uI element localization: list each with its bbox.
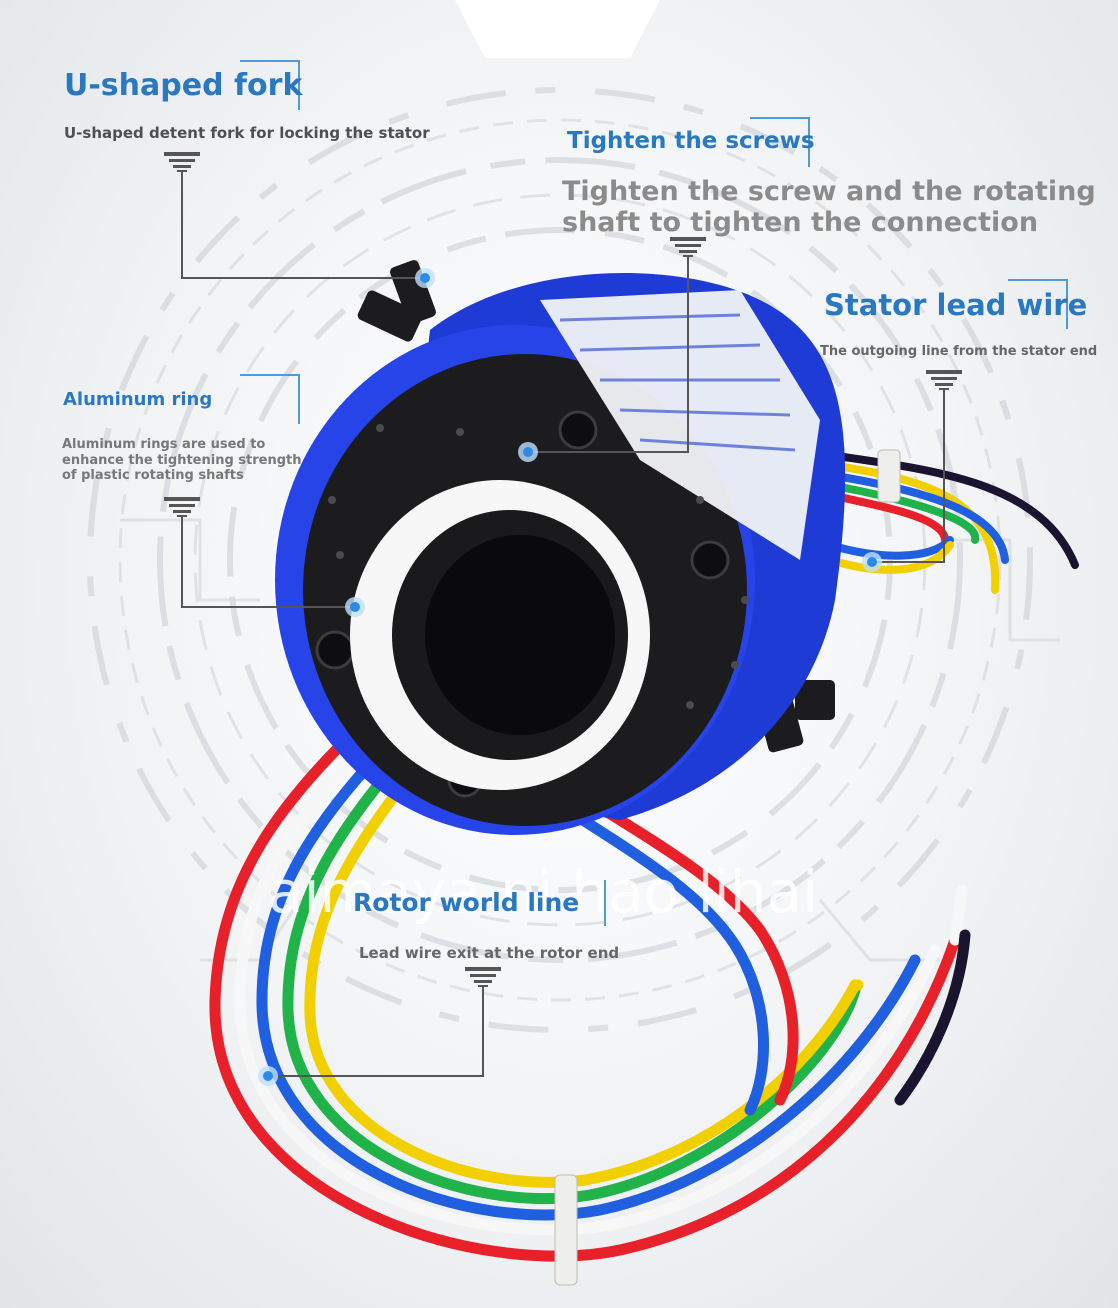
aluminum-ring-description-line2: enhance the tightening strength [62,453,302,468]
stator-housing [275,272,846,835]
stator-wire-description: The outgoing line from the stator end [820,344,1098,359]
aluminum-ring-title: Aluminum ring [63,389,213,410]
screws-bracket [750,117,810,167]
u-fork-description: U-shaped detent fork for locking the sta… [64,124,430,142]
screws-title: Tighten the screws [567,128,815,154]
stator-lead-wires [826,451,1079,594]
u-fork-title: U-shaped fork [64,68,303,103]
aluminum-ring-description-line1: Aluminum rings are used to [62,437,266,452]
stator-wire-bracket [1008,279,1068,329]
rotor-wire-bracket [560,880,606,926]
aluminum-ring-description-line3: of plastic rotating shafts [62,468,244,483]
rotor-wire-title: Rotor world line [353,888,580,917]
callout-target-dots [258,268,882,1086]
callout-lines [181,170,945,1077]
aluminum-ring-bracket [240,374,300,424]
rotor-wire-description: Lead wire exit at the rotor end [359,944,620,962]
top-notch-decoration [455,0,660,58]
rotor-lead-wires [209,664,971,1262]
screws-description-line1: Tighten the screw and the rotating [562,176,1096,207]
stator-wire-title: Stator lead wire [824,288,1088,322]
screws-description-line2: shaft to tighten the connection [562,207,1039,238]
watermark: aimaya ni hao lihai [268,858,819,926]
u-fork-bracket [240,60,300,110]
callout-stack-icons [164,152,962,987]
